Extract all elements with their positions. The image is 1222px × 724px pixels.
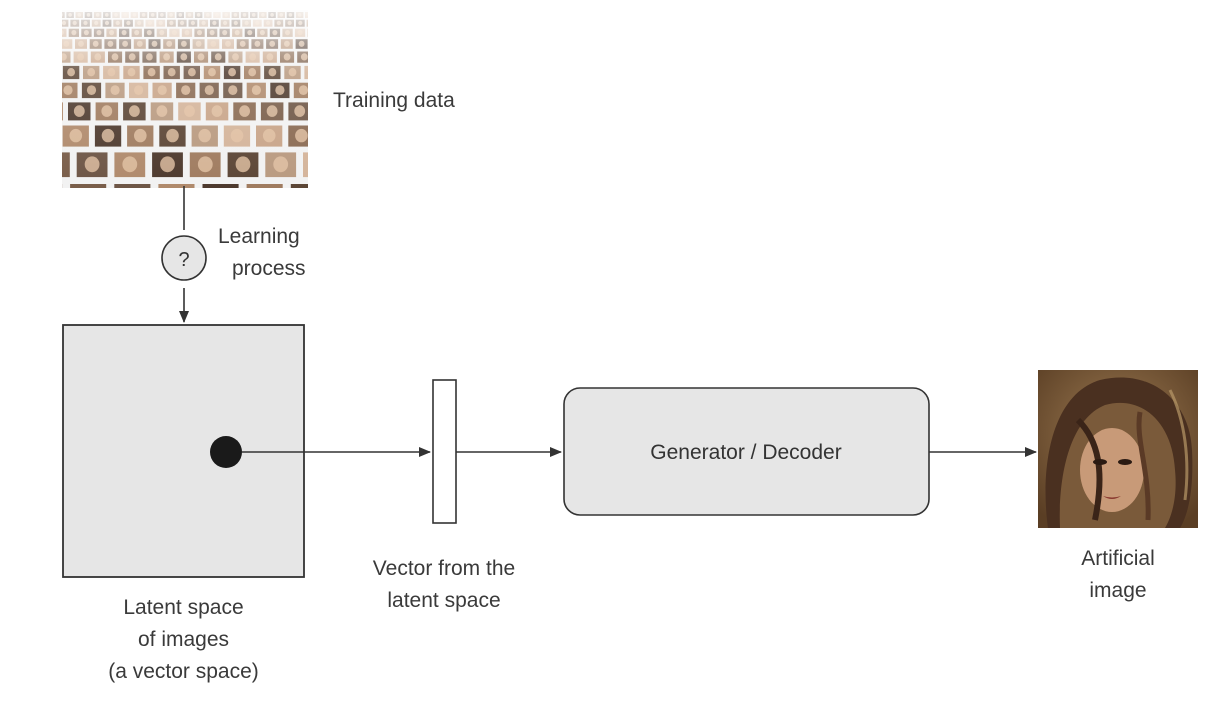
photo-tile <box>70 184 107 188</box>
photo-tile-face <box>80 189 97 207</box>
photo-tile <box>158 184 195 188</box>
photo-tile <box>62 184 63 188</box>
photo-tile-face <box>309 21 313 25</box>
photo-tile-face <box>311 156 326 172</box>
photo-tile <box>30 126 56 147</box>
photo-tile-face <box>51 21 55 25</box>
artificial-image <box>1038 370 1198 528</box>
learning-process-label: Learning process <box>218 221 306 285</box>
artificial-image-line-1: Artificial <box>1081 547 1155 570</box>
photo-tile <box>44 29 54 37</box>
photo-tile-face <box>124 189 141 207</box>
photo-tile-face <box>168 189 185 207</box>
photo-tile-face <box>47 156 62 172</box>
artificial-image-line-2: image <box>1089 579 1147 602</box>
generator-decoder-label: Generator / Decoder <box>650 441 841 464</box>
photo-tile <box>62 102 63 121</box>
photo-tile-face <box>37 129 50 142</box>
learning-process-line-1: Learning <box>218 225 300 248</box>
photo-tile-face <box>310 30 315 35</box>
learning-process-node <box>161 235 207 281</box>
photo-tile-face <box>47 68 55 76</box>
latent-vector-bar <box>432 379 457 524</box>
photo-tile-face <box>40 85 49 95</box>
latent-space-box <box>62 324 305 578</box>
photo-tile <box>202 184 239 188</box>
photo-tile-face <box>212 189 229 207</box>
photo-tile-face <box>309 68 317 76</box>
latent-point-dot <box>210 436 242 468</box>
photo-tile <box>307 28 308 37</box>
photo-tile <box>290 184 308 188</box>
photo-tile-face <box>313 41 319 47</box>
photo-tile-face <box>256 189 273 207</box>
latent-space-label: Latent space of images (a vector space) <box>63 592 304 688</box>
training-data-label: Training data <box>333 89 455 112</box>
vector-label: Vector from the latent space <box>344 553 544 617</box>
photo-tile-face <box>46 105 57 117</box>
photo-tile <box>35 83 54 98</box>
vector-line-1: Vector from the <box>372 557 516 580</box>
photo-tile <box>246 184 283 188</box>
photo-tile-face <box>50 13 54 17</box>
photo-tile-face <box>43 53 50 60</box>
photo-tile <box>48 12 56 18</box>
photo-tile <box>49 20 58 27</box>
photo-tile-face <box>49 41 55 47</box>
vector-line-2: latent space <box>387 589 501 612</box>
training-data-image <box>30 10 326 207</box>
photo-tile-face <box>35 189 52 207</box>
artificial-image-label: Artificial image <box>1038 543 1198 607</box>
question-mark-icon: ? <box>178 249 189 271</box>
photo-tile <box>310 39 322 49</box>
learning-process-line-2: process <box>232 257 306 280</box>
latent-space-line-1: Latent space <box>123 596 244 619</box>
photo-tile <box>43 66 59 79</box>
photo-tile-face <box>46 30 51 35</box>
photo-tile-face <box>300 189 317 207</box>
photo-tile <box>114 184 151 188</box>
photo-tile <box>46 39 58 49</box>
latent-space-line-2: of images <box>137 628 230 651</box>
latent-space-line-3: (a vector space) <box>108 660 259 683</box>
photo-tile <box>39 52 53 63</box>
